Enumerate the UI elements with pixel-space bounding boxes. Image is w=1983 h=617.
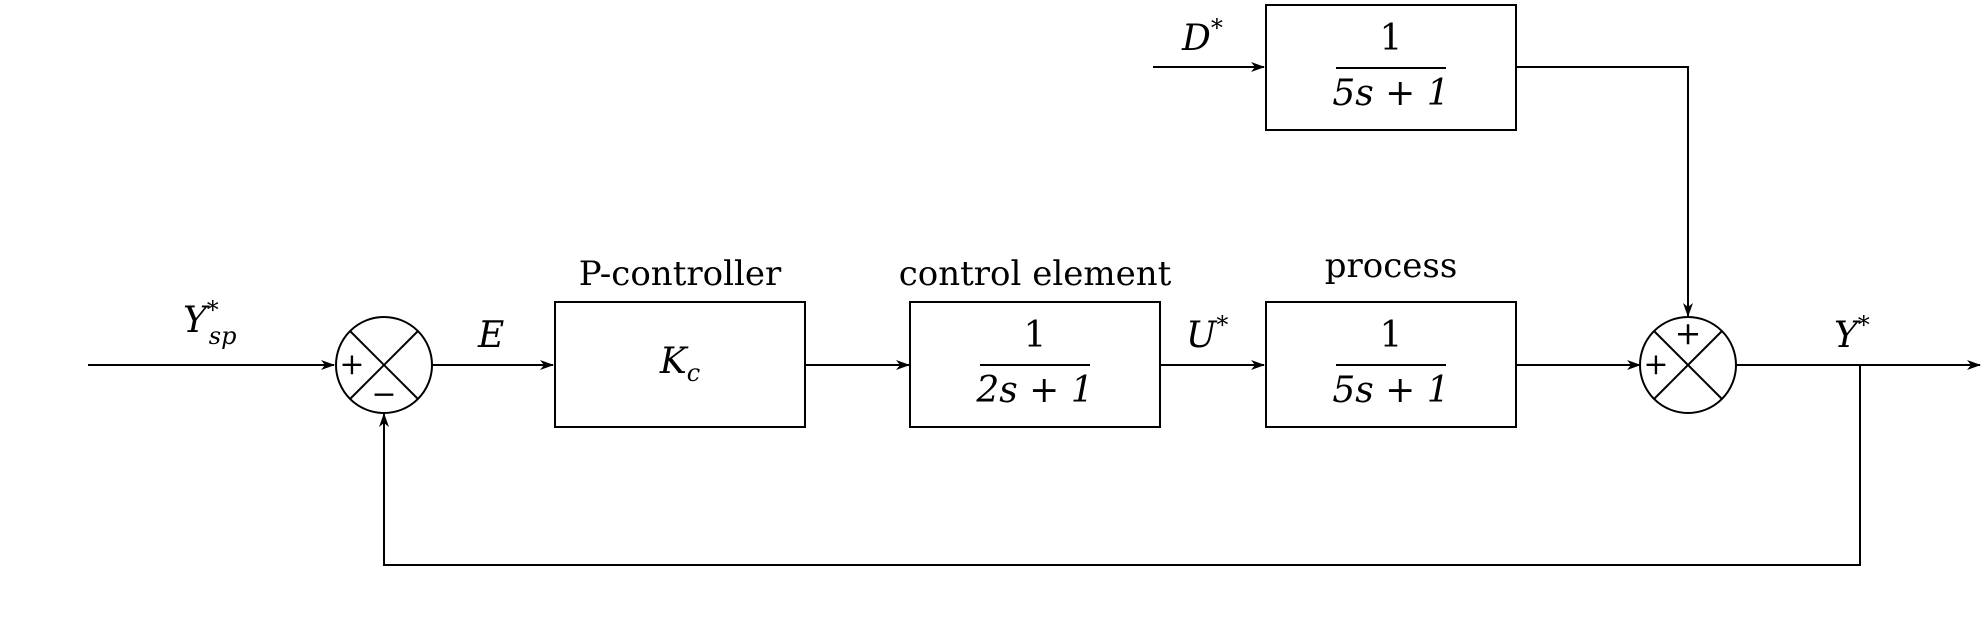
comparator-minus-sign: −: [371, 377, 396, 412]
error-label: E: [477, 315, 504, 356]
output-label: Y*: [1834, 311, 1870, 356]
summer-left-plus-sign: +: [1643, 347, 1668, 382]
feedback-wire: [379, 365, 1861, 566]
disturbance-denominator: 5s + 1: [1332, 73, 1449, 114]
disturbance-label: D*: [1181, 14, 1223, 59]
control-element-title: control element: [899, 254, 1172, 294]
comparator-plus-sign: +: [339, 347, 364, 382]
disturbance-block: 1 5s + 1: [1265, 4, 1517, 131]
controller-gain: Kc: [659, 341, 700, 387]
manipulated-variable-label: U*: [1186, 311, 1228, 356]
summer-top-plus-sign: +: [1675, 314, 1702, 352]
process-denominator: 5s + 1: [1332, 370, 1449, 411]
control-element-block: 1 2s + 1: [909, 301, 1161, 428]
process-block: 1 5s + 1: [1265, 301, 1517, 428]
controller-block: Kc: [554, 301, 806, 428]
disturbance-path-wire: [1516, 66, 1693, 317]
process-title: process: [1325, 246, 1458, 286]
disturbance-numerator: 1: [1380, 18, 1403, 59]
controller-title: P-controller: [579, 254, 782, 294]
control-element-denominator: 2s + 1: [975, 370, 1093, 411]
summing-junction: + +: [1639, 314, 1737, 414]
control-element-numerator: 1: [1024, 315, 1047, 356]
setpoint-label: Y*sp: [183, 296, 236, 350]
comparator-junction: + −: [335, 316, 433, 414]
process-numerator: 1: [1380, 315, 1403, 356]
